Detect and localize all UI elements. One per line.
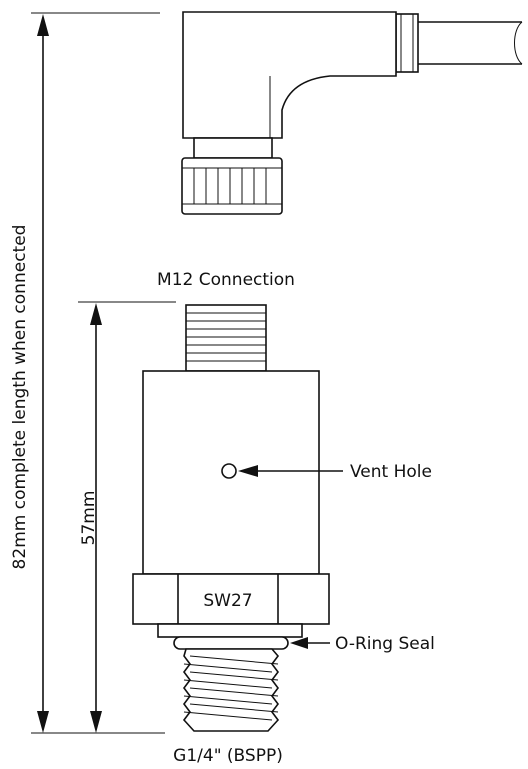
sensor-length-label: 57mm bbox=[79, 491, 99, 546]
sensor-arrow-bottom bbox=[90, 711, 102, 733]
connector-housing bbox=[182, 11, 397, 139]
vent-label: Vent Hole bbox=[350, 462, 432, 482]
seal-label: O-Ring Seal bbox=[335, 634, 435, 654]
o-ring bbox=[173, 636, 289, 650]
coupling-nut bbox=[181, 157, 283, 215]
m12-pin bbox=[185, 304, 267, 372]
pressure-sensor: SW27 bbox=[132, 304, 330, 732]
thread-profile bbox=[182, 648, 280, 732]
overall-dimension: 82mm complete length when connected bbox=[10, 12, 165, 734]
vent-callout: Vent Hole bbox=[238, 462, 432, 482]
sensor-dimension: 57mm bbox=[78, 301, 176, 733]
vent-hole bbox=[221, 463, 237, 479]
overall-arrow-top bbox=[37, 14, 49, 36]
vent-arrow bbox=[238, 465, 258, 477]
wrench-flats bbox=[132, 573, 330, 625]
thread-label: G1/4" (BSPP) bbox=[173, 746, 283, 766]
seal-callout: O-Ring Seal bbox=[290, 634, 435, 654]
thread-crest-lines bbox=[183, 655, 279, 721]
cable-break bbox=[514, 21, 523, 65]
coupling-knurl bbox=[193, 168, 267, 204]
overall-length-label: 82mm complete length when connected bbox=[10, 225, 30, 570]
collar bbox=[157, 623, 303, 638]
connector-neck bbox=[193, 137, 273, 159]
seal-arrow bbox=[290, 637, 308, 649]
overall-arrow-bottom bbox=[37, 711, 49, 733]
wrench-size-label: SW27 bbox=[203, 591, 252, 611]
sensor-arrow-top bbox=[90, 303, 102, 325]
angled-connector bbox=[181, 11, 523, 215]
connection-label: M12 Connection bbox=[157, 270, 295, 290]
m12-thread-lines bbox=[186, 312, 266, 362]
cable-strain-relief bbox=[395, 13, 419, 73]
